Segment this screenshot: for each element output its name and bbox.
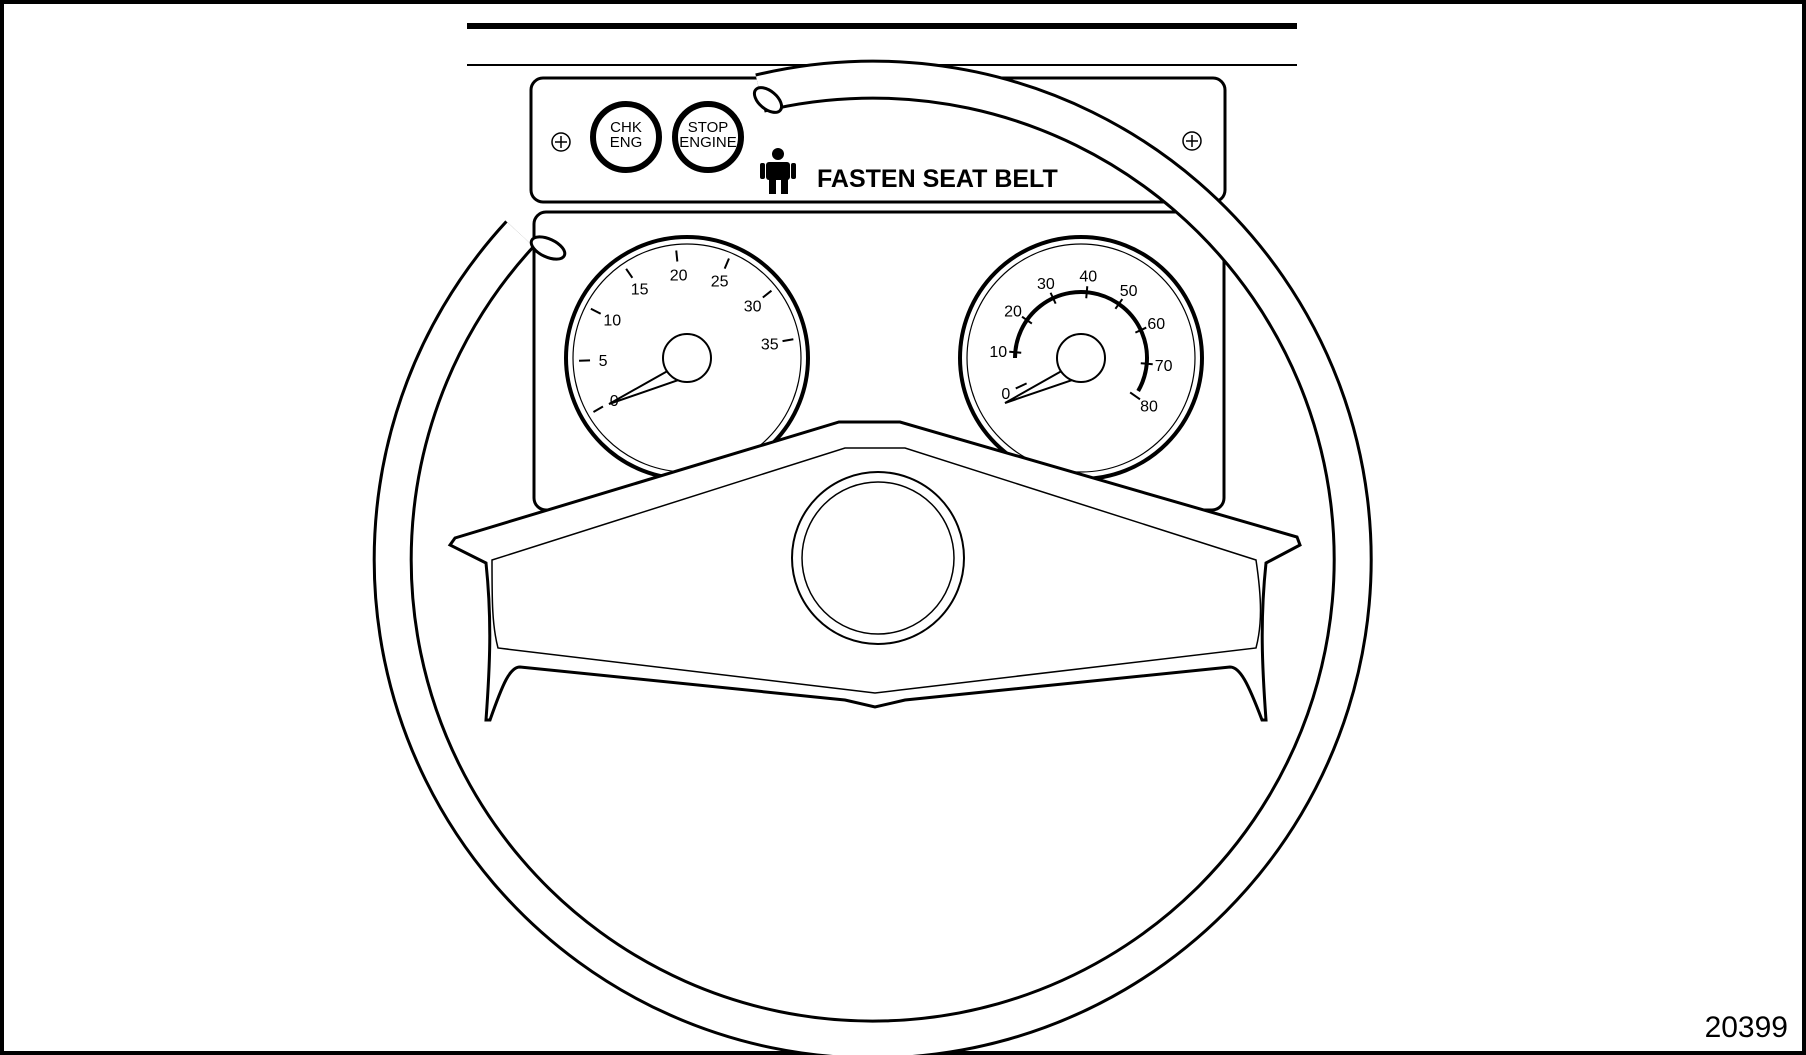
check-engine-label-line1: CHK xyxy=(610,119,642,136)
left-gauge-labels: 05101520253035 xyxy=(599,267,779,410)
steering-wheel-rim-inner xyxy=(375,62,1370,1055)
left-gauge-label: 5 xyxy=(599,353,608,370)
right-gauge: 0 10 20 30 40 50 60 70 80 xyxy=(958,235,1204,481)
left-gauge-tick xyxy=(675,250,679,262)
left-gauge-tick xyxy=(782,338,794,343)
steering-wheel-rim-end-left xyxy=(529,235,567,261)
right-gauge-label: 80 xyxy=(1140,399,1158,416)
check-engine-lamp: CHK ENG xyxy=(590,101,662,173)
right-gauge-label: 50 xyxy=(1120,283,1138,300)
right-gauge-tick xyxy=(1015,382,1028,390)
right-gauge-tick xyxy=(1129,391,1141,401)
right-gauge-label: 10 xyxy=(989,344,1007,361)
check-engine-label-line2: ENG xyxy=(610,134,643,151)
right-gauge-tick xyxy=(1085,286,1089,299)
left-gauge-label: 35 xyxy=(761,336,779,353)
steering-wheel-hub-inner-outline xyxy=(491,447,1262,694)
horn-button xyxy=(801,481,955,635)
right-gauge-tick xyxy=(1114,298,1124,310)
left-gauge: 05101520253035 xyxy=(564,235,810,481)
stop-engine-label-line2: ENGINE xyxy=(679,134,737,151)
right-gauge-scale-arc xyxy=(1013,290,1149,392)
left-gauge-tick xyxy=(590,307,602,315)
left-screw-icon xyxy=(551,132,571,152)
right-gauge-label: 70 xyxy=(1155,358,1173,375)
left-gauge-tick xyxy=(625,268,634,279)
left-gauge-label: 10 xyxy=(603,313,621,330)
steering-wheel-rim-end-top xyxy=(752,86,784,114)
right-gauge-hub xyxy=(1056,333,1106,383)
figure-number: 20399 xyxy=(1704,1011,1788,1044)
stop-engine-label-line1: STOP xyxy=(688,119,729,136)
left-gauge-tick xyxy=(592,405,604,413)
right-gauge-label: 40 xyxy=(1079,268,1097,285)
left-gauge-label: 20 xyxy=(670,267,688,284)
right-gauge-label: 20 xyxy=(1004,303,1022,320)
right-gauge-tick xyxy=(1049,292,1057,305)
right-gauge-label: 60 xyxy=(1147,316,1165,333)
left-gauge-tick xyxy=(762,289,773,299)
right-gauge-labels: 0 10 20 30 40 50 60 70 80 xyxy=(989,268,1172,415)
left-gauge-tick xyxy=(723,258,730,270)
right-gauge-tick xyxy=(1134,326,1147,334)
right-screw-icon xyxy=(1182,131,1202,151)
right-gauge-tick xyxy=(1021,315,1033,325)
right-gauge-label: 0 xyxy=(1001,386,1010,403)
steering-wheel xyxy=(372,59,1373,1055)
seat-belt-person-icon xyxy=(760,148,796,194)
left-gauge-hub xyxy=(662,333,712,383)
left-gauge-ticks xyxy=(579,250,794,413)
stop-engine-lamp: STOP ENGINE xyxy=(672,101,744,173)
seat-belt-warning-text: FASTEN SEAT BELT xyxy=(817,165,1058,193)
right-gauge-label: 30 xyxy=(1037,276,1055,293)
right-gauge-ticks xyxy=(1009,286,1153,401)
right-gauge-tick xyxy=(1009,350,1022,354)
left-gauge-label: 25 xyxy=(711,274,729,291)
left-gauge-label: 15 xyxy=(631,282,649,299)
right-gauge-tick xyxy=(1140,362,1153,366)
left-gauge-label: 30 xyxy=(744,299,762,316)
